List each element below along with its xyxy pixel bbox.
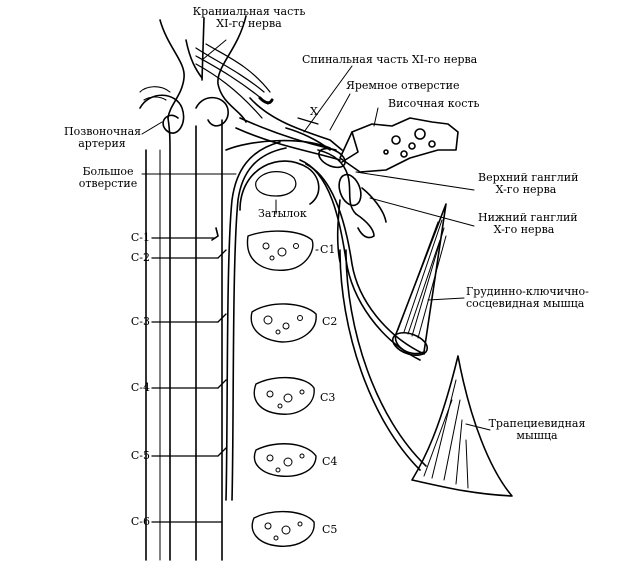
foramen-magnum-line2: отверстие <box>78 177 138 190</box>
sternocleidomastoid-line1: Грудинно-ключично- <box>466 285 589 298</box>
vertebral-artery-line1: Позвоночная <box>64 125 142 138</box>
vertebrae <box>246 230 317 547</box>
inferior-ganglion-line2: X-го нерва <box>493 223 555 236</box>
vertebral-artery-line2: артерия <box>78 137 126 150</box>
x-nerve-mark: X <box>310 105 318 118</box>
cranial-part-label: Краниальная часть XI-го нерва <box>184 6 314 30</box>
spinal-accessory-trunk <box>211 141 287 501</box>
vertebra-c4 <box>253 443 317 477</box>
root-rungs <box>151 237 227 523</box>
vertebra-label-c5: C5 <box>322 523 338 536</box>
jugular-foramen-label: Яремное отверстие <box>346 79 460 92</box>
cranial-part-line1: Краниальная часть <box>192 5 306 18</box>
spinal-part-label: Спинальная часть XI-го нерва <box>302 53 478 66</box>
vagus-nerve <box>285 117 387 263</box>
temporal-bone-label: Височная кость <box>388 97 480 110</box>
vertebra-c5 <box>251 510 315 547</box>
vertebra-c3 <box>253 376 315 415</box>
vertebra-c2 <box>250 303 317 343</box>
superior-ganglion-label: Верхний ганглий X-го нерва <box>478 171 579 196</box>
trapezius-muscle <box>411 355 513 497</box>
superior-ganglion-line1: Верхний ганглий <box>478 171 579 184</box>
superior-ganglion-line2: X-го нерва <box>495 183 557 196</box>
cranial-part-line2: XI-го нерва <box>216 17 282 30</box>
accessory-branches <box>299 159 427 471</box>
root-label-c6: C-6 <box>130 515 150 528</box>
root-label-c4: C-4 <box>130 381 150 394</box>
spinal-cord <box>145 117 223 561</box>
occiput-label: Затылок <box>258 207 307 220</box>
root-label-c5: C-5 <box>130 449 150 462</box>
inferior-ganglion-label: Нижний ганглий X-го нерва <box>478 211 578 236</box>
foramen-magnum-line1: Большое <box>82 165 134 178</box>
cranial-rootlets <box>195 43 274 119</box>
vertebra-label-c3: C3 <box>320 391 336 404</box>
vertebra-label-c2: C2 <box>322 315 338 328</box>
leader-lines <box>141 39 491 431</box>
sternocleidomastoid-label: Грудинно-ключично- сосцевидная мышца <box>466 286 589 310</box>
vertebra-label-c1: C1 <box>320 243 336 256</box>
occiput <box>225 139 331 211</box>
sternocleidomastoid-line2: сосцевидная мышца <box>466 297 585 310</box>
trapezius-label: Трапециевидная мышца <box>486 418 588 442</box>
root-label-c3: C-3 <box>130 315 150 328</box>
inferior-ganglion-line1: Нижний ганглий <box>478 211 578 224</box>
trapezius-line2: мышца <box>516 429 558 442</box>
vertebra-label-c4: C4 <box>322 455 338 468</box>
brainstem <box>159 15 247 123</box>
vertebra-spots <box>262 242 305 541</box>
foramen-magnum-label: Большое отверстие <box>76 166 140 190</box>
vertebral-artery-label: Позвоночная артерия <box>64 125 142 150</box>
vertebra-c1 <box>246 230 314 271</box>
sternocleidomastoid-muscle <box>391 203 447 357</box>
vertebral-artery <box>139 86 229 134</box>
trapezius-line1: Трапециевидная <box>488 417 586 430</box>
root-label-c1: C-1 <box>130 231 150 244</box>
root-label-c2: C-2 <box>130 251 150 264</box>
